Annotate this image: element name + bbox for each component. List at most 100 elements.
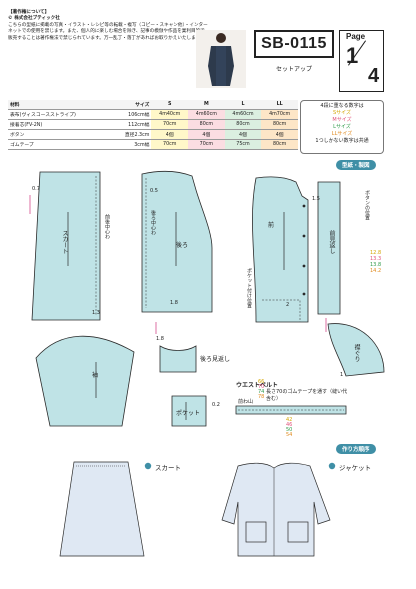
pattern-name: セットアップ [275,66,312,73]
skirt-piece [31,171,101,321]
pocket-position-label: ポケット付け位置 [246,268,252,308]
sleeve-label: 袖 [92,372,99,379]
size-value-m: 46 [286,422,293,428]
skirt-illustration [59,461,145,557]
size-value-l: 13.8 [370,262,382,268]
size-value-ll: 14.2 [370,268,382,274]
front-piece [252,176,309,323]
material-s: 4m40cm [151,109,189,120]
measure-1-3: 1.3 [92,310,100,316]
material-width: 直径2.3cm [109,129,152,140]
size-value-s: 66 [258,379,265,385]
model-photo [196,30,246,88]
measure-1-8: 1.8 [170,300,178,306]
page-indicator: Page 1 4 [339,30,384,92]
material-width: 3cm幅 [109,139,152,150]
material-ll: 80cm [261,119,298,130]
button-size-list: 12.8 13.3 13.8 14.2 [370,250,381,274]
copyright-title: 【著作権について】 [8,10,50,15]
waist-belt-label: ウエストベルト [236,382,279,389]
material-l: 4m60cm [224,109,262,120]
measure-2: 2 [286,302,290,308]
material-m: 4m60cm [188,109,225,120]
material-ll: 4個 [261,129,298,140]
size-value-l: 74 [258,389,265,395]
size-value-s: 42 [286,417,293,423]
belt-front-fold-label: 前わ山 [238,399,254,405]
materials-header: サイズ [109,100,152,110]
legend-s: Sサイズ [332,110,352,116]
material-s: 4個 [151,129,189,140]
material-s: 70cm [151,139,189,150]
button-mark [302,234,306,238]
materials-header: M [188,100,225,110]
material-ll: 4m70cm [261,109,298,120]
sleeve-piece [35,335,135,427]
table-row: 接着芯(FV-2N) 112cm幅 70cm 80cm 80cm 80cm [8,119,298,130]
materials-header: L [224,100,262,110]
pocket-label: ポケット [176,410,201,417]
material-name: 接着芯(FV-2N) [8,119,110,130]
material-l: 4個 [224,129,262,140]
size-value-l: 50 [286,427,293,433]
copyright-body: こちらの型紙に掲載の写真・イラスト・レシピ等の転載・複写（コピー・スキャン他）・… [8,22,208,41]
materials-header: LL [261,100,298,110]
material-name: 表布(ヴィスコースストライプ) [8,109,110,120]
pocket-illustration [245,521,267,543]
back-facing-label: 後ろ見返し [200,356,231,363]
size-value-ll: 78 [258,394,265,400]
front-facing-label: 前見返し [328,230,335,254]
copyright-notice: 【著作権について】 © 株式会社ブティック社 こちらの型紙に掲載の写真・イラスト… [8,10,208,42]
button-mark [302,292,306,296]
material-name: ボタン [8,129,110,140]
size-value-m: 13.3 [370,256,382,262]
material-width: 112cm幅 [109,119,152,130]
material-width: 106cm幅 [109,109,152,120]
howto-jacket-title: ジャケット [339,464,372,472]
legend-l: Lサイズ [333,124,351,130]
howto-skirt-title: スカート [155,464,181,472]
front-label: 前 [268,222,275,229]
collar-piece [327,323,385,377]
page-label: Page [346,32,366,41]
material-m: 4個 [188,129,225,140]
material-m: 80cm [188,119,225,130]
order-section-badge: 作り方順序 [336,444,376,454]
belt-width-list: 42 46 50 54 [286,418,292,438]
legend-note: 1つしかない数字は共通 [315,138,369,144]
pattern-code: SB-0115 [254,30,334,58]
materials-header: 材料 [8,100,110,110]
button-mark [302,204,306,208]
measure-1-5: 1.5 [312,196,320,202]
page-total: 4 [368,65,380,87]
back-facing-piece [159,345,197,373]
materials-table: 材料 サイズ S M L LL 表布(ヴィスコースストライプ) 106cm幅 4… [8,100,298,150]
material-m: 70cm [188,139,225,150]
table-row: 表布(ヴィスコースストライプ) 106cm幅 4m40cm 4m60cm 4m6… [8,109,298,120]
belt-length-list: 66 70 74 78 [258,380,264,400]
center-front-fold-label: 前後中心わ [104,214,110,239]
front-facing-piece [317,181,341,315]
measure-0-7: 0.7 [32,186,40,192]
belt-note: 長さ70のゴムテープを通す（縫い代含む） [266,389,348,402]
table-row: ゴムテープ 3cm幅 70cm 70cm 75cm 80cm [8,139,298,150]
material-l: 80cm [224,119,262,130]
legend-ll: LLサイズ [331,131,353,137]
back-center-label: 後ろ中心わ [150,210,156,235]
skirt-label: スカート [61,230,68,254]
button-position-label: ボタンの位置 [364,190,370,220]
size-value-s: 12.8 [370,250,382,256]
page-current: 1 [346,43,359,68]
legend-title: 4段に重なる数字は [320,103,364,109]
material-l: 75cm [224,139,262,150]
measure-0-5: 0.5 [150,188,158,194]
measure-1-8-b: 1.8 [156,336,164,342]
table-row: ボタン 直径2.3cm 4個 4個 4個 4個 [8,129,298,140]
size-value-m: 70 [258,384,265,390]
measure-0-2: 0.2 [212,402,220,408]
pocket-illustration [287,521,309,543]
materials-header: S [151,100,189,110]
copyright-owner: © 株式会社ブティック社 [8,16,60,22]
pattern-section-badge: 型紙・製図 [336,160,376,170]
